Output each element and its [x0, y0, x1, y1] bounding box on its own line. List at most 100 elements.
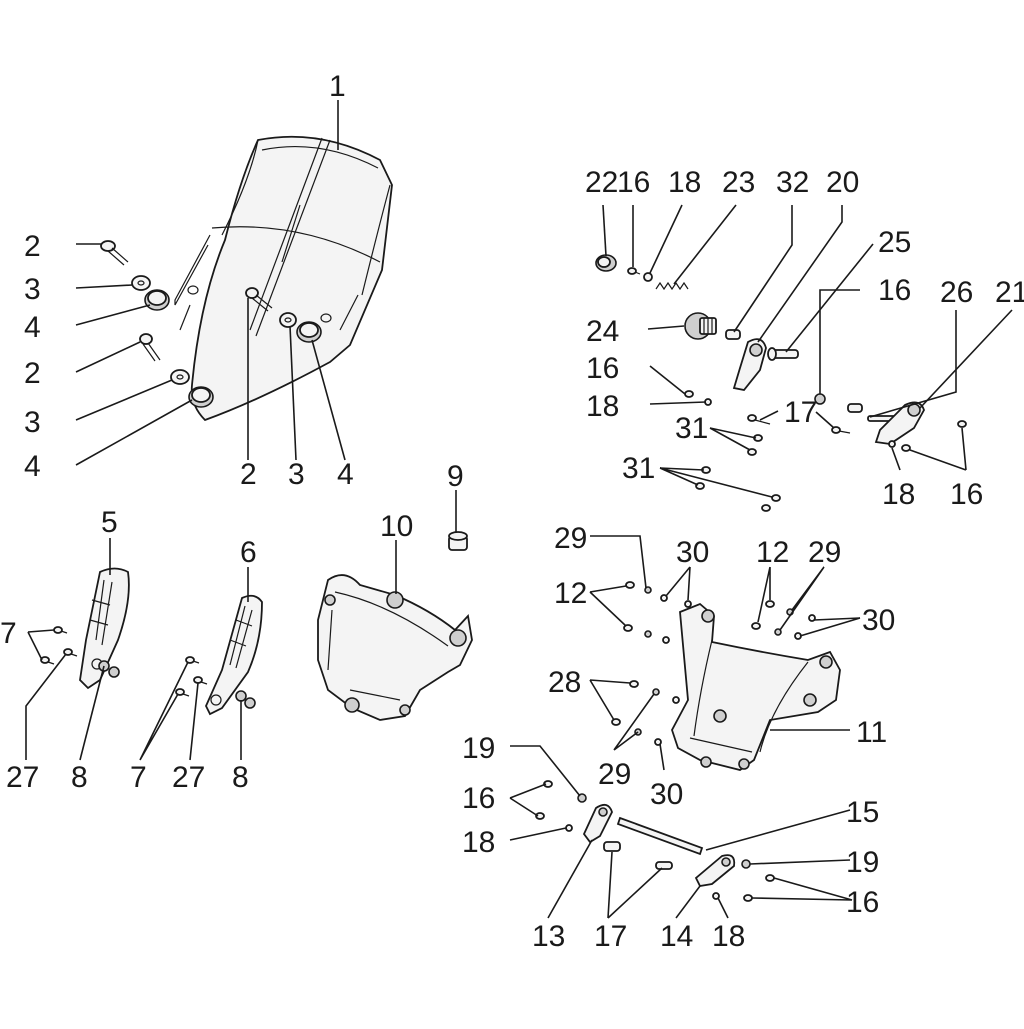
nut-8-b2 [244, 697, 256, 709]
callout-31: 31 [622, 452, 655, 485]
arm-20-part [732, 338, 767, 391]
callout-2: 2 [24, 230, 41, 263]
bolt-2-center [245, 287, 273, 312]
rod-15-part [616, 816, 704, 856]
callout-12: 12 [554, 577, 587, 610]
callout-4: 4 [337, 458, 354, 491]
callout-20: 20 [826, 166, 859, 199]
bracket-6-part [205, 594, 263, 716]
callout-8: 8 [232, 761, 249, 794]
screw-17-a [747, 414, 771, 425]
callout-18: 18 [712, 920, 745, 953]
callout-7: 7 [130, 761, 147, 794]
callout-2: 2 [240, 458, 257, 491]
callout-30: 30 [862, 604, 895, 637]
windshield-part [174, 135, 393, 422]
callout-18: 18 [462, 826, 495, 859]
callout-32: 32 [776, 166, 809, 199]
screw-16-right-b [957, 420, 967, 428]
callout-11: 11 [856, 716, 887, 749]
callout-16: 16 [846, 886, 879, 919]
bushing-9-part [448, 531, 468, 551]
screw-27-b [193, 676, 208, 685]
callout-31: 31 [675, 412, 708, 445]
washer-3-center [279, 312, 297, 328]
screw-16-mid [684, 390, 694, 398]
screw-17-b [831, 426, 851, 434]
nut-8-a2 [108, 666, 120, 678]
screw-7-a1 [53, 626, 68, 634]
frame-11-part [671, 602, 841, 771]
shaft-25-part [767, 347, 799, 361]
callout-16: 16 [617, 166, 650, 199]
callout-27: 27 [6, 761, 39, 794]
gear-24-part [684, 312, 717, 340]
callout-15: 15 [846, 796, 879, 829]
callout-16: 16 [950, 478, 983, 511]
callout-30: 30 [676, 536, 709, 569]
screw-7-b2 [175, 688, 190, 697]
callout-29: 29 [598, 758, 631, 791]
screw-31-f [761, 504, 771, 512]
washer-3-upper [131, 275, 151, 291]
callout-4: 4 [24, 450, 41, 483]
link-14-part [694, 854, 736, 887]
screw-31-e [771, 494, 781, 502]
callout-29: 29 [808, 536, 841, 569]
callout-13: 13 [532, 920, 565, 953]
knob-22-part [595, 254, 617, 272]
callout-16: 16 [462, 782, 495, 815]
nut-8-b1 [235, 690, 247, 702]
callout-10: 10 [380, 510, 413, 543]
screw-27-a [63, 648, 78, 657]
callout-28: 28 [548, 666, 581, 699]
grommet-4-mid [188, 386, 214, 408]
callout-16: 16 [586, 352, 619, 385]
callout-7: 7 [0, 617, 17, 650]
callout-14: 14 [660, 920, 693, 953]
grommet-4-center [296, 321, 322, 343]
callout-25: 25 [878, 226, 911, 259]
pin-32-part [725, 329, 741, 340]
screw-31-b [747, 448, 757, 456]
callout-30: 30 [650, 778, 683, 811]
callout-19: 19 [846, 846, 879, 879]
callout-labels: 1 2 3 4 2 3 4 2 3 4 5 6 7 27 8 7 27 8 9 … [0, 70, 1024, 953]
callout-19: 19 [462, 732, 495, 765]
washer-18-right [888, 440, 896, 448]
grommet-4-upper [144, 289, 170, 311]
washer-18-top [643, 272, 653, 282]
pin-17-a [603, 841, 621, 852]
screw-16-top [627, 267, 641, 275]
callout-26: 26 [940, 276, 973, 309]
callout-6: 6 [240, 536, 257, 569]
link-13-part [582, 803, 613, 844]
callout-22: 22 [585, 166, 618, 199]
callout-21: 21 [995, 276, 1024, 309]
bolt-2-upper [100, 240, 129, 266]
callout-18: 18 [882, 478, 915, 511]
callout-5: 5 [101, 506, 118, 539]
frame-fasteners [611, 581, 816, 746]
callout-17: 17 [784, 396, 817, 429]
leader-lines [25, 100, 1013, 919]
callout-2: 2 [24, 357, 41, 390]
spring-23-part [655, 281, 689, 291]
callout-12: 12 [756, 536, 789, 569]
callout-24: 24 [586, 315, 619, 348]
callout-29: 29 [554, 522, 587, 555]
screw-7-b1 [185, 656, 200, 664]
screw-16-right-a [901, 444, 911, 452]
callout-9: 9 [447, 460, 464, 493]
callout-23: 23 [722, 166, 755, 199]
frame-10-part [317, 574, 473, 721]
callout-4: 4 [24, 311, 41, 344]
callout-1: 1 [329, 70, 346, 103]
washer-3-mid [170, 369, 190, 385]
callout-18: 18 [668, 166, 701, 199]
bolt-2-mid [139, 333, 161, 362]
callout-3: 3 [24, 406, 41, 439]
pin-17-b [655, 861, 673, 870]
callout-3: 3 [24, 273, 41, 306]
